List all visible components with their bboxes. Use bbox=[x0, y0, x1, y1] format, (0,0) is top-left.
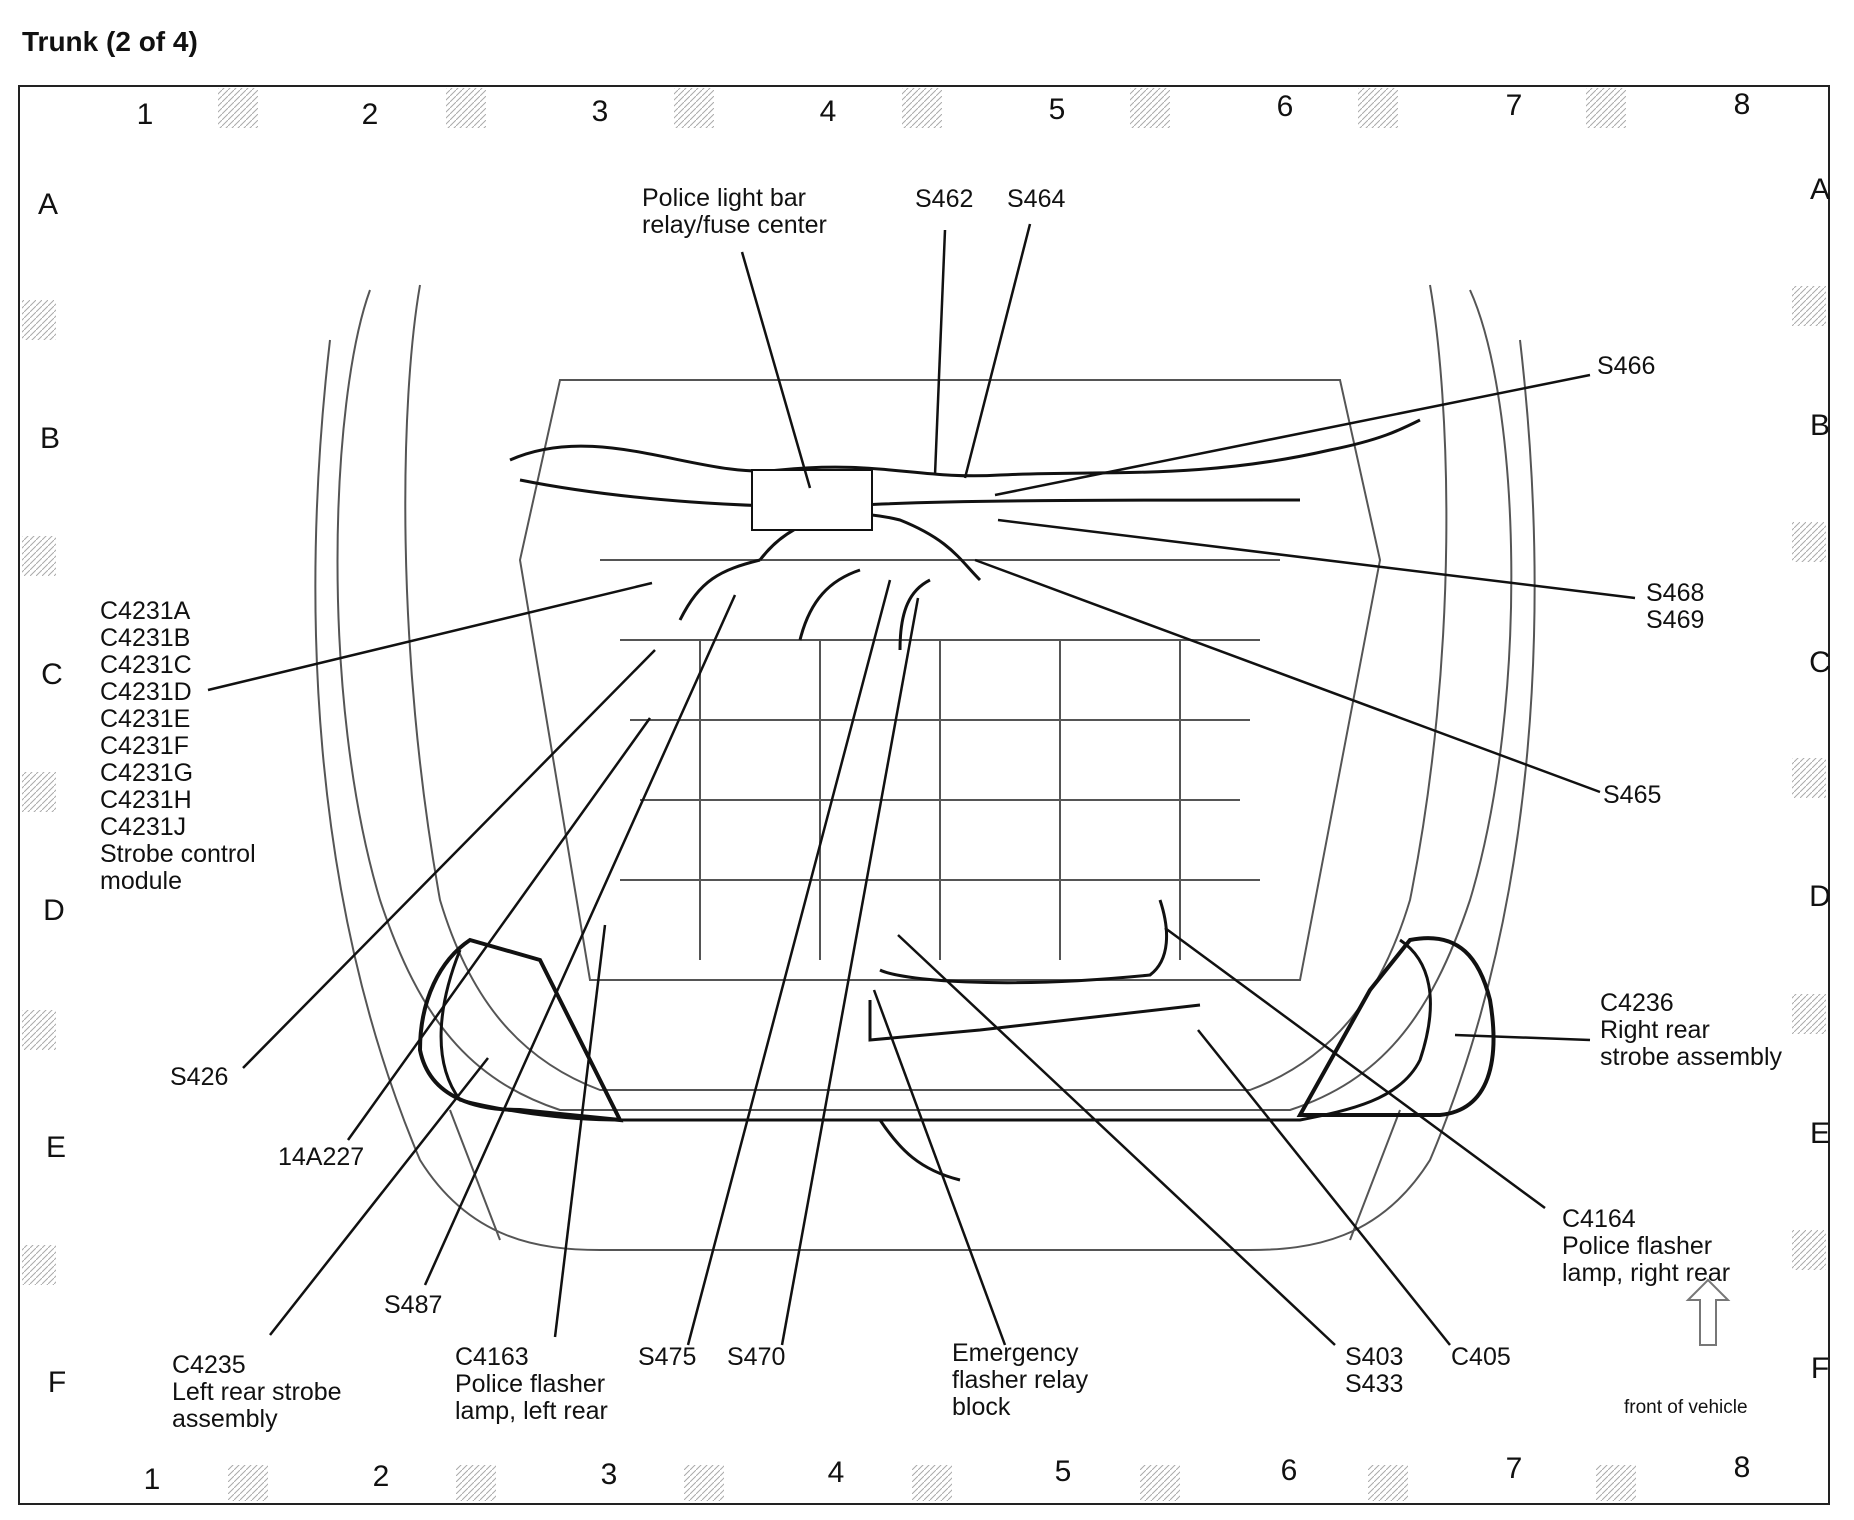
grid-row-label-left: F bbox=[47, 1366, 67, 1399]
grid-row-label-left: D bbox=[43, 894, 65, 927]
label-s468-s469: S468 S469 bbox=[1646, 579, 1705, 634]
label-s464: S464 bbox=[1007, 185, 1066, 213]
grid-row-label-right: B bbox=[1809, 409, 1830, 442]
label-c405: C405 bbox=[1451, 1343, 1511, 1371]
label-c4235: C4235 Left rear strobe assembly bbox=[172, 1351, 342, 1433]
grid-row-label-right: C bbox=[1809, 646, 1831, 679]
grid-row-label-left: A bbox=[37, 188, 58, 221]
label-s403-s433: S403 S433 bbox=[1345, 1343, 1404, 1398]
grid-col-label-top: 2 bbox=[361, 98, 379, 131]
page-title: Trunk (2 of 4) bbox=[22, 26, 198, 57]
grid-col-label-top: 3 bbox=[591, 95, 609, 128]
grid-col-label-bottom: 6 bbox=[1280, 1454, 1298, 1487]
label-14a227: 14A227 bbox=[278, 1143, 365, 1171]
grid-row-label-right: F bbox=[1810, 1352, 1830, 1385]
label-emergency-flasher-relay: Emergency flasher relay block bbox=[952, 1339, 1089, 1421]
trunk-outline bbox=[314, 284, 1536, 1251]
label-s462: S462 bbox=[915, 185, 974, 213]
right-strobe-loop bbox=[1296, 936, 1496, 1117]
grid-col-label-top: 8 bbox=[1733, 88, 1751, 121]
label-s470: S470 bbox=[727, 1343, 786, 1371]
grid-row-label-left: C bbox=[41, 658, 63, 691]
label-c4163: C4163 Police flasher lamp, left rear bbox=[455, 1343, 608, 1425]
label-s475: S475 bbox=[638, 1343, 697, 1371]
grid-col-label-top: 5 bbox=[1048, 93, 1066, 126]
grid-row-label-right: D bbox=[1809, 880, 1831, 913]
grid-ticks bbox=[22, 88, 1826, 1501]
grid-col-label-bottom: 5 bbox=[1054, 1455, 1072, 1488]
grid-col-label-bottom: 3 bbox=[600, 1458, 618, 1491]
label-s465: S465 bbox=[1603, 781, 1662, 809]
grid-col-label-top: 4 bbox=[819, 95, 837, 128]
grid-col-label-bottom: 4 bbox=[827, 1456, 845, 1489]
label-c4236: C4236 Right rear strobe assembly bbox=[1600, 989, 1783, 1071]
label-police-light-bar-relay: Police light bar relay/fuse center bbox=[642, 184, 827, 239]
label-strobe-control-module: C4231A C4231B C4231C C4231D C4231E C4231… bbox=[100, 597, 256, 895]
grid-row-label-right: A bbox=[1809, 173, 1830, 206]
grid-row-label-left: B bbox=[39, 422, 60, 455]
grid-col-label-top: 1 bbox=[136, 98, 154, 131]
grid-row-label-right: E bbox=[1809, 1117, 1830, 1150]
label-front-of-vehicle: front of vehicle bbox=[1624, 1397, 1748, 1418]
grid-col-label-top: 6 bbox=[1276, 90, 1294, 123]
grid-col-label-bottom: 8 bbox=[1733, 1451, 1751, 1484]
grid-col-label-bottom: 1 bbox=[143, 1463, 161, 1496]
relay-fuse-center-box bbox=[751, 469, 873, 531]
label-c4164: C4164 Police flasher lamp, right rear bbox=[1562, 1205, 1731, 1287]
front-arrow-icon bbox=[1685, 1278, 1731, 1346]
label-s466: S466 bbox=[1597, 352, 1656, 380]
left-strobe-loop bbox=[417, 937, 624, 1123]
grid-col-label-bottom: 2 bbox=[372, 1460, 390, 1493]
diagram-frame bbox=[18, 85, 1830, 1505]
grid-row-label-left: E bbox=[45, 1131, 66, 1164]
leader-lines bbox=[207, 223, 1636, 1346]
grid-col-label-bottom: 7 bbox=[1505, 1452, 1523, 1485]
label-s487: S487 bbox=[384, 1291, 443, 1319]
grid-col-label-top: 7 bbox=[1505, 89, 1523, 122]
label-s426: S426 bbox=[170, 1063, 229, 1091]
